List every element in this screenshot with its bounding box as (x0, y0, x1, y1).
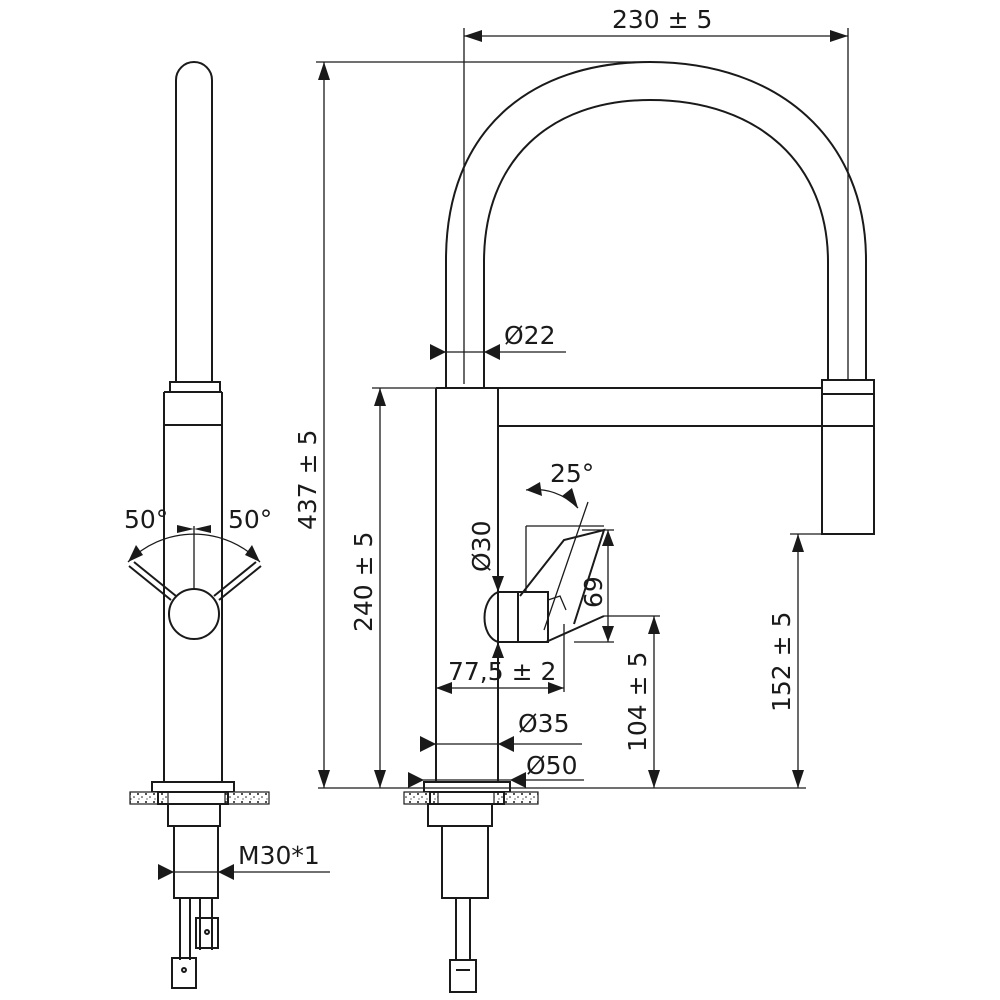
base-outer-arrow-left (408, 772, 424, 788)
lever-axis (543, 501, 589, 631)
spout-head-body (821, 393, 875, 535)
pipe-arrow-right (484, 344, 500, 360)
height-total-arrow-top (318, 62, 330, 80)
side-threaded-shank (173, 825, 219, 899)
body-dia-arrow-bottom (492, 642, 504, 658)
front-hose-end (449, 959, 477, 993)
base-outer-arrow-right (510, 772, 526, 788)
side-lever-knob (168, 588, 220, 640)
side-lever-arm-left (128, 561, 177, 601)
width-arrow-left (464, 30, 482, 42)
height-total-arrow-bottom (318, 770, 330, 788)
side-base-flange (151, 781, 235, 793)
height-total-label: 437 ± 5 (293, 430, 322, 530)
thread-arrow-right (218, 864, 234, 880)
side-hose-right-end (195, 917, 219, 949)
lever-angle-arrow-left (526, 482, 542, 496)
lever-height-arrow-bottom (602, 626, 614, 642)
side-lock-nut (167, 803, 221, 827)
side-hose-left-end (171, 957, 197, 989)
lever-height-arrow-top (602, 530, 614, 546)
lever-base-height-label: 104 ± 5 (623, 652, 652, 752)
side-hose-left-dot (181, 967, 187, 973)
width-arrow-right (830, 30, 848, 42)
front-view: 230 ± 5 437 ± 5 240 ± 5 Ø22 Ø30 25° (293, 5, 875, 993)
side-counter-left (129, 791, 169, 805)
lever-angle-arrow-right (562, 488, 578, 508)
front-base-flange (423, 781, 511, 793)
lever-reach-arrow-left (436, 682, 452, 694)
side-swing-arc (127, 533, 261, 563)
side-body (163, 391, 223, 782)
spout-height-label: 152 ± 5 (767, 612, 796, 712)
front-counter-left (403, 791, 439, 805)
thread-arrow-left (158, 864, 174, 880)
side-hose-left (179, 898, 191, 960)
base-inner-diameter-label: Ø35 (518, 709, 570, 738)
side-swing-left-label: 50° (124, 505, 168, 534)
side-swing-right-label: 50° (228, 505, 272, 534)
lever-base-arrow-bottom (648, 770, 660, 788)
spout-head (821, 379, 875, 395)
side-lever-arm-right (213, 561, 262, 601)
side-collar (169, 381, 221, 393)
body-dia-arrow-top (492, 576, 504, 592)
base-inner-arrow-left (420, 736, 436, 752)
side-swing-arrow-center-l (177, 525, 194, 533)
lever-guide (525, 525, 604, 611)
height-body-label: 240 ± 5 (349, 532, 378, 632)
spout-arc-outer (445, 60, 867, 388)
height-body-arrow-bottom (374, 770, 386, 788)
front-hose (455, 898, 471, 960)
pipe-arrow-left (430, 344, 446, 360)
base-outer-diameter-label: Ø50 (526, 751, 578, 780)
front-counter-right (493, 791, 539, 805)
front-body (435, 387, 499, 782)
pipe-diameter-label: Ø22 (504, 321, 556, 350)
side-swing-arrow-right (245, 545, 260, 562)
front-lock-nut (427, 803, 493, 827)
side-swing-arrow-left (128, 545, 143, 562)
side-counter-right (224, 791, 270, 805)
lever-height-label: 69 (579, 576, 608, 608)
side-hose-right-dot (204, 929, 210, 935)
thread-label: M30*1 (238, 841, 320, 870)
lever-hub (497, 591, 519, 643)
lever-knob (483, 591, 499, 643)
lever-base-arrow-top (648, 616, 660, 634)
side-view: 50° 50° M30*1 (124, 61, 330, 989)
lever-reach-label: 77,5 ± 2 (448, 657, 556, 686)
base-inner-arrow-right (498, 736, 514, 752)
front-base-nut (429, 791, 505, 805)
spout-arc-inner (483, 98, 829, 388)
spout-height-arrow-top (792, 534, 804, 552)
height-body-arrow-top (374, 388, 386, 406)
lever-angle-label: 25° (550, 459, 594, 488)
side-spout-pipe (175, 61, 213, 382)
spout-arm (498, 387, 822, 427)
width-total-label: 230 ± 5 (612, 5, 712, 34)
front-threaded-shank (441, 825, 489, 899)
lever-reach-arrow-right (548, 682, 564, 694)
side-swing-arrow-center-r (194, 525, 211, 533)
body-diameter-label: Ø30 (467, 521, 496, 573)
side-hose-right (199, 898, 213, 950)
spout-height-arrow-bottom (792, 770, 804, 788)
